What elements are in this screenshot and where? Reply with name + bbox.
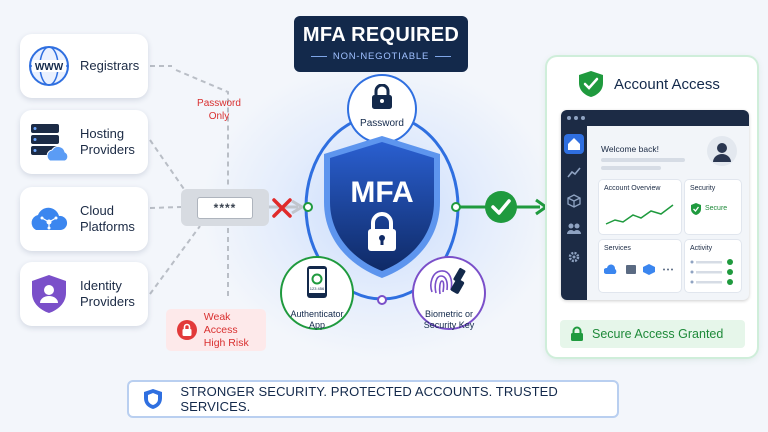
dashboard-sidebar bbox=[561, 126, 587, 300]
security-shield-icon bbox=[691, 203, 701, 215]
source-card-cloud: Cloud Platforms bbox=[20, 187, 148, 251]
account-access-title: Account Access bbox=[614, 76, 720, 93]
activity-label: Activity bbox=[690, 245, 713, 252]
services-card: Services bbox=[599, 240, 681, 292]
footer-text: STRONGER SECURITY. PROTECTED ACCOUNTS. T… bbox=[180, 384, 558, 414]
overview-label: Account Overview bbox=[604, 185, 661, 192]
activity-card: Activity bbox=[685, 240, 741, 292]
chart-icon[interactable] bbox=[567, 166, 581, 178]
welcome-text: Welcome back! bbox=[601, 144, 659, 154]
source-label-identity: Identity Providers bbox=[80, 278, 135, 309]
identity-shield-icon bbox=[32, 275, 66, 313]
source-card-registrars: WWW Registrars bbox=[20, 34, 148, 98]
green-lock-icon bbox=[571, 326, 583, 341]
blocked-x-icon bbox=[272, 198, 292, 218]
footer-banner: STRONGER SECURITY. PROTECTED ACCOUNTS. T… bbox=[127, 380, 619, 418]
padlock-icon bbox=[372, 84, 392, 109]
shield-mfa-text: MFA bbox=[350, 176, 413, 209]
fingerprint-key-icon bbox=[430, 267, 466, 295]
services-label: Services bbox=[604, 245, 631, 252]
account-overview-card: Account Overview bbox=[599, 180, 681, 234]
green-shield-check-icon bbox=[579, 71, 603, 97]
cube-icon[interactable] bbox=[567, 194, 581, 208]
source-label-cloud: Cloud Platforms bbox=[80, 203, 135, 234]
source-label-hosting: Hosting Providers bbox=[80, 126, 135, 157]
avatar[interactable] bbox=[707, 136, 737, 166]
secure-status: Secure bbox=[705, 205, 728, 212]
security-label: Security bbox=[690, 185, 716, 192]
password-field-box: **** bbox=[181, 189, 269, 226]
authenticator-code: 123 456 bbox=[310, 286, 325, 291]
banner-subtitle: NON-NEGOTIABLE bbox=[294, 51, 468, 62]
mfa-required-banner: MFA REQUIRED NON-NEGOTIABLE bbox=[294, 16, 468, 72]
overview-sparkline bbox=[605, 204, 674, 225]
connector-top-path bbox=[175, 69, 229, 186]
www-globe-icon: WWW bbox=[29, 46, 69, 86]
password-factor-node: Password bbox=[349, 76, 415, 142]
server-cloud-icon bbox=[31, 124, 69, 162]
warning-lock-icon bbox=[177, 320, 197, 340]
banner-subtitle-text: NON-NEGOTIABLE bbox=[332, 51, 430, 62]
source-label-registrars: Registrars bbox=[80, 58, 140, 73]
svg-text:WWW: WWW bbox=[35, 62, 64, 73]
secure-access-granted-bar: Secure Access Granted bbox=[560, 320, 745, 348]
activity-list bbox=[690, 259, 733, 285]
password-only-label: Password Only bbox=[197, 98, 241, 122]
users-icon[interactable] bbox=[566, 222, 582, 236]
source-card-identity: Identity Providers bbox=[20, 262, 148, 326]
dashboard-titlebar bbox=[561, 110, 749, 126]
security-card: Security Secure bbox=[685, 180, 741, 234]
smartphone-icon: 123 456 bbox=[307, 266, 327, 298]
check-circle-icon bbox=[485, 191, 517, 223]
gear-icon[interactable] bbox=[567, 250, 581, 264]
weak-access-text: Weak Access High Risk bbox=[203, 310, 249, 349]
mfa-shield-icon: MFA bbox=[324, 136, 440, 278]
dashboard-mockup: Welcome back! Account Overview Security … bbox=[561, 110, 749, 300]
authenticator-factor-label: Authenticator App bbox=[290, 309, 344, 330]
services-icons bbox=[604, 264, 673, 275]
connector-identity bbox=[149, 225, 201, 295]
footer-shield-icon bbox=[144, 389, 162, 409]
source-card-hosting: Hosting Providers bbox=[20, 110, 148, 174]
password-factor-label: Password bbox=[360, 118, 404, 129]
banner-title: MFA REQUIRED bbox=[302, 24, 460, 46]
authenticator-factor-node: 123 456 bbox=[282, 258, 352, 328]
biometric-factor-label: Biometric or Security Key bbox=[423, 309, 475, 330]
connector-hosting bbox=[149, 139, 187, 193]
cloud-network-icon bbox=[31, 207, 68, 230]
weak-access-badge: Weak Access High Risk bbox=[166, 309, 266, 351]
biometric-factor-node bbox=[414, 258, 484, 328]
home-icon[interactable] bbox=[564, 134, 584, 154]
masked-password: **** bbox=[197, 196, 253, 219]
secure-access-granted-text: Secure Access Granted bbox=[592, 327, 724, 341]
